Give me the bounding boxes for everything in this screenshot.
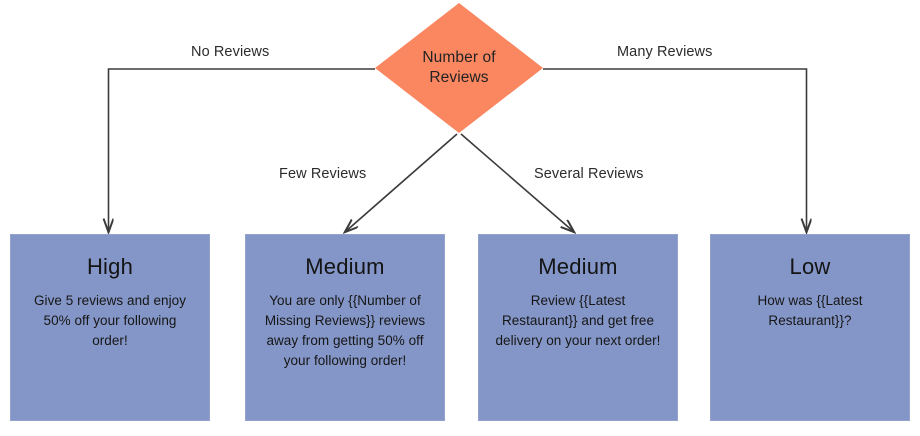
outcome-title-high: High	[86, 254, 134, 279]
edge-line-no-reviews	[109, 68, 375, 232]
outcome-title-medium-2: Medium	[538, 254, 618, 279]
decision-node-label-line2: Reviews	[429, 69, 489, 86]
outcome-box-medium-1[interactable]: Medium You are only {{Number of Missing …	[245, 234, 445, 421]
decision-node-number-of-reviews[interactable]: Number of Reviews	[375, 3, 543, 133]
decision-node-label-line1: Number of	[422, 48, 496, 66]
outcome-title-medium-1: Medium	[305, 254, 385, 279]
decision-node-label: Number of Reviews	[422, 48, 495, 89]
outcome-box-low[interactable]: Low How was {{Latest Restaurant}}?	[710, 234, 910, 421]
edge-line-few-reviews	[345, 133, 458, 232]
outcome-body-high: Give 5 reviews and enjoy 50% off your fo…	[33, 292, 187, 349]
outcome-body-medium-2: Review {{Latest Restaurant}} and get fre…	[495, 292, 661, 349]
edge-label-few-reviews: Few Reviews	[279, 166, 367, 182]
edge-label-several-reviews: Several Reviews	[534, 166, 644, 182]
outcome-box-high[interactable]: High Give 5 reviews and enjoy 50% off yo…	[10, 234, 210, 421]
outcome-body-low: How was {{Latest Restaurant}}?	[757, 292, 863, 328]
outcome-body-medium-1: You are only {{Number of Missing Reviews…	[264, 292, 426, 369]
edge-label-no-reviews: No Reviews	[191, 44, 270, 60]
edge-label-many-reviews: Many Reviews	[617, 44, 713, 60]
edge-line-several-reviews	[460, 133, 574, 232]
outcome-title-low: Low	[789, 254, 831, 279]
outcome-box-medium-2[interactable]: Medium Review {{Latest Restaurant}} and …	[478, 234, 678, 421]
edge-line-many-reviews	[543, 68, 807, 232]
